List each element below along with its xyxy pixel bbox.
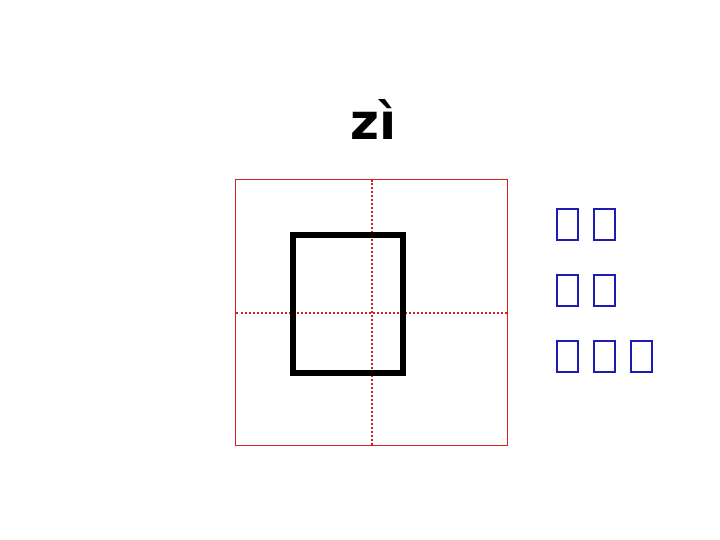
missing-glyph-box	[593, 340, 616, 373]
writing-grid	[235, 179, 508, 446]
word-list	[556, 208, 696, 390]
grid-horizontal-guide	[236, 312, 507, 314]
missing-glyph-box	[593, 274, 616, 307]
missing-glyph-box	[556, 340, 579, 373]
word-item-1	[556, 208, 696, 258]
missing-glyph-box	[593, 208, 616, 241]
missing-glyph-box	[556, 208, 579, 241]
missing-glyph-box	[630, 340, 653, 373]
pinyin-label: zì	[349, 93, 397, 151]
missing-glyph-box	[556, 274, 579, 307]
character-missing-glyph	[290, 232, 406, 376]
word-item-3	[556, 340, 696, 390]
word-item-2	[556, 274, 696, 324]
